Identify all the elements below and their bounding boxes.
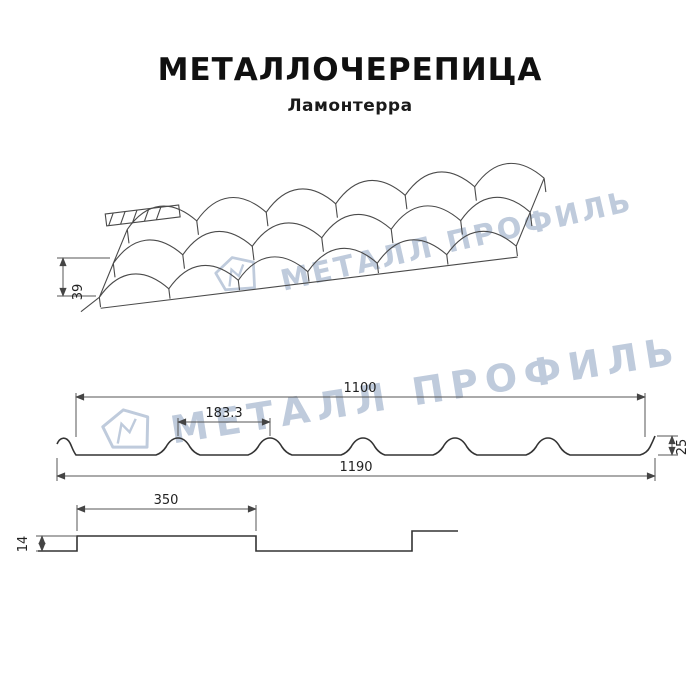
- dimension-label-39: 39: [71, 284, 86, 301]
- sheet-right-edge: [515, 178, 545, 247]
- dimension-label-1100: 1100: [343, 381, 376, 396]
- dimension-39: 39: [57, 257, 110, 301]
- overlap-step-profile: 350 14: [16, 493, 458, 552]
- sheet-eave-edge: [100, 256, 518, 309]
- profile-outline: [56, 435, 656, 456]
- dimension-1100: 1100: [75, 381, 646, 437]
- dimension-14: 14: [16, 535, 77, 553]
- dimension-183: 183.3: [177, 406, 271, 436]
- start-strip: [104, 204, 181, 227]
- tile-sheet: [80, 158, 547, 313]
- dimension-label-183: 183.3: [205, 406, 242, 421]
- dimension-label-25: 25: [675, 439, 690, 456]
- strip-hatching: [108, 206, 162, 226]
- page-title: МЕТАЛЛОЧЕРЕПИЦА: [157, 52, 543, 88]
- step-outline: [38, 530, 458, 552]
- step-fronts-row2: [112, 212, 533, 278]
- step-fronts-row1: [126, 178, 547, 244]
- dimension-350: 350: [76, 493, 257, 531]
- watermark-text: МЕТАЛЛ ПРОФИЛЬ: [167, 328, 683, 452]
- watermark-lower: МЕТАЛЛ ПРОФИЛЬ: [101, 328, 683, 452]
- dimension-label-350: 350: [154, 493, 179, 508]
- dimension-25: 25: [657, 435, 690, 456]
- dimension-label-1190: 1190: [339, 460, 372, 475]
- sheet-left-edge: [80, 229, 128, 313]
- roof-perspective-view: 39: [57, 158, 547, 313]
- dimension-label-14: 14: [16, 536, 31, 553]
- watermark-upper: МЕТАЛЛ ПРОФИЛЬ: [214, 183, 636, 298]
- brand-logo-icon: [214, 256, 256, 292]
- step-fronts-row3: [98, 246, 518, 308]
- profile-cross-section: 1100 183.3 25 1190: [56, 381, 690, 481]
- brand-logo-icon: [101, 408, 150, 449]
- dimension-1190: 1190: [56, 458, 656, 481]
- page-subtitle: Ламонтерра: [287, 96, 413, 116]
